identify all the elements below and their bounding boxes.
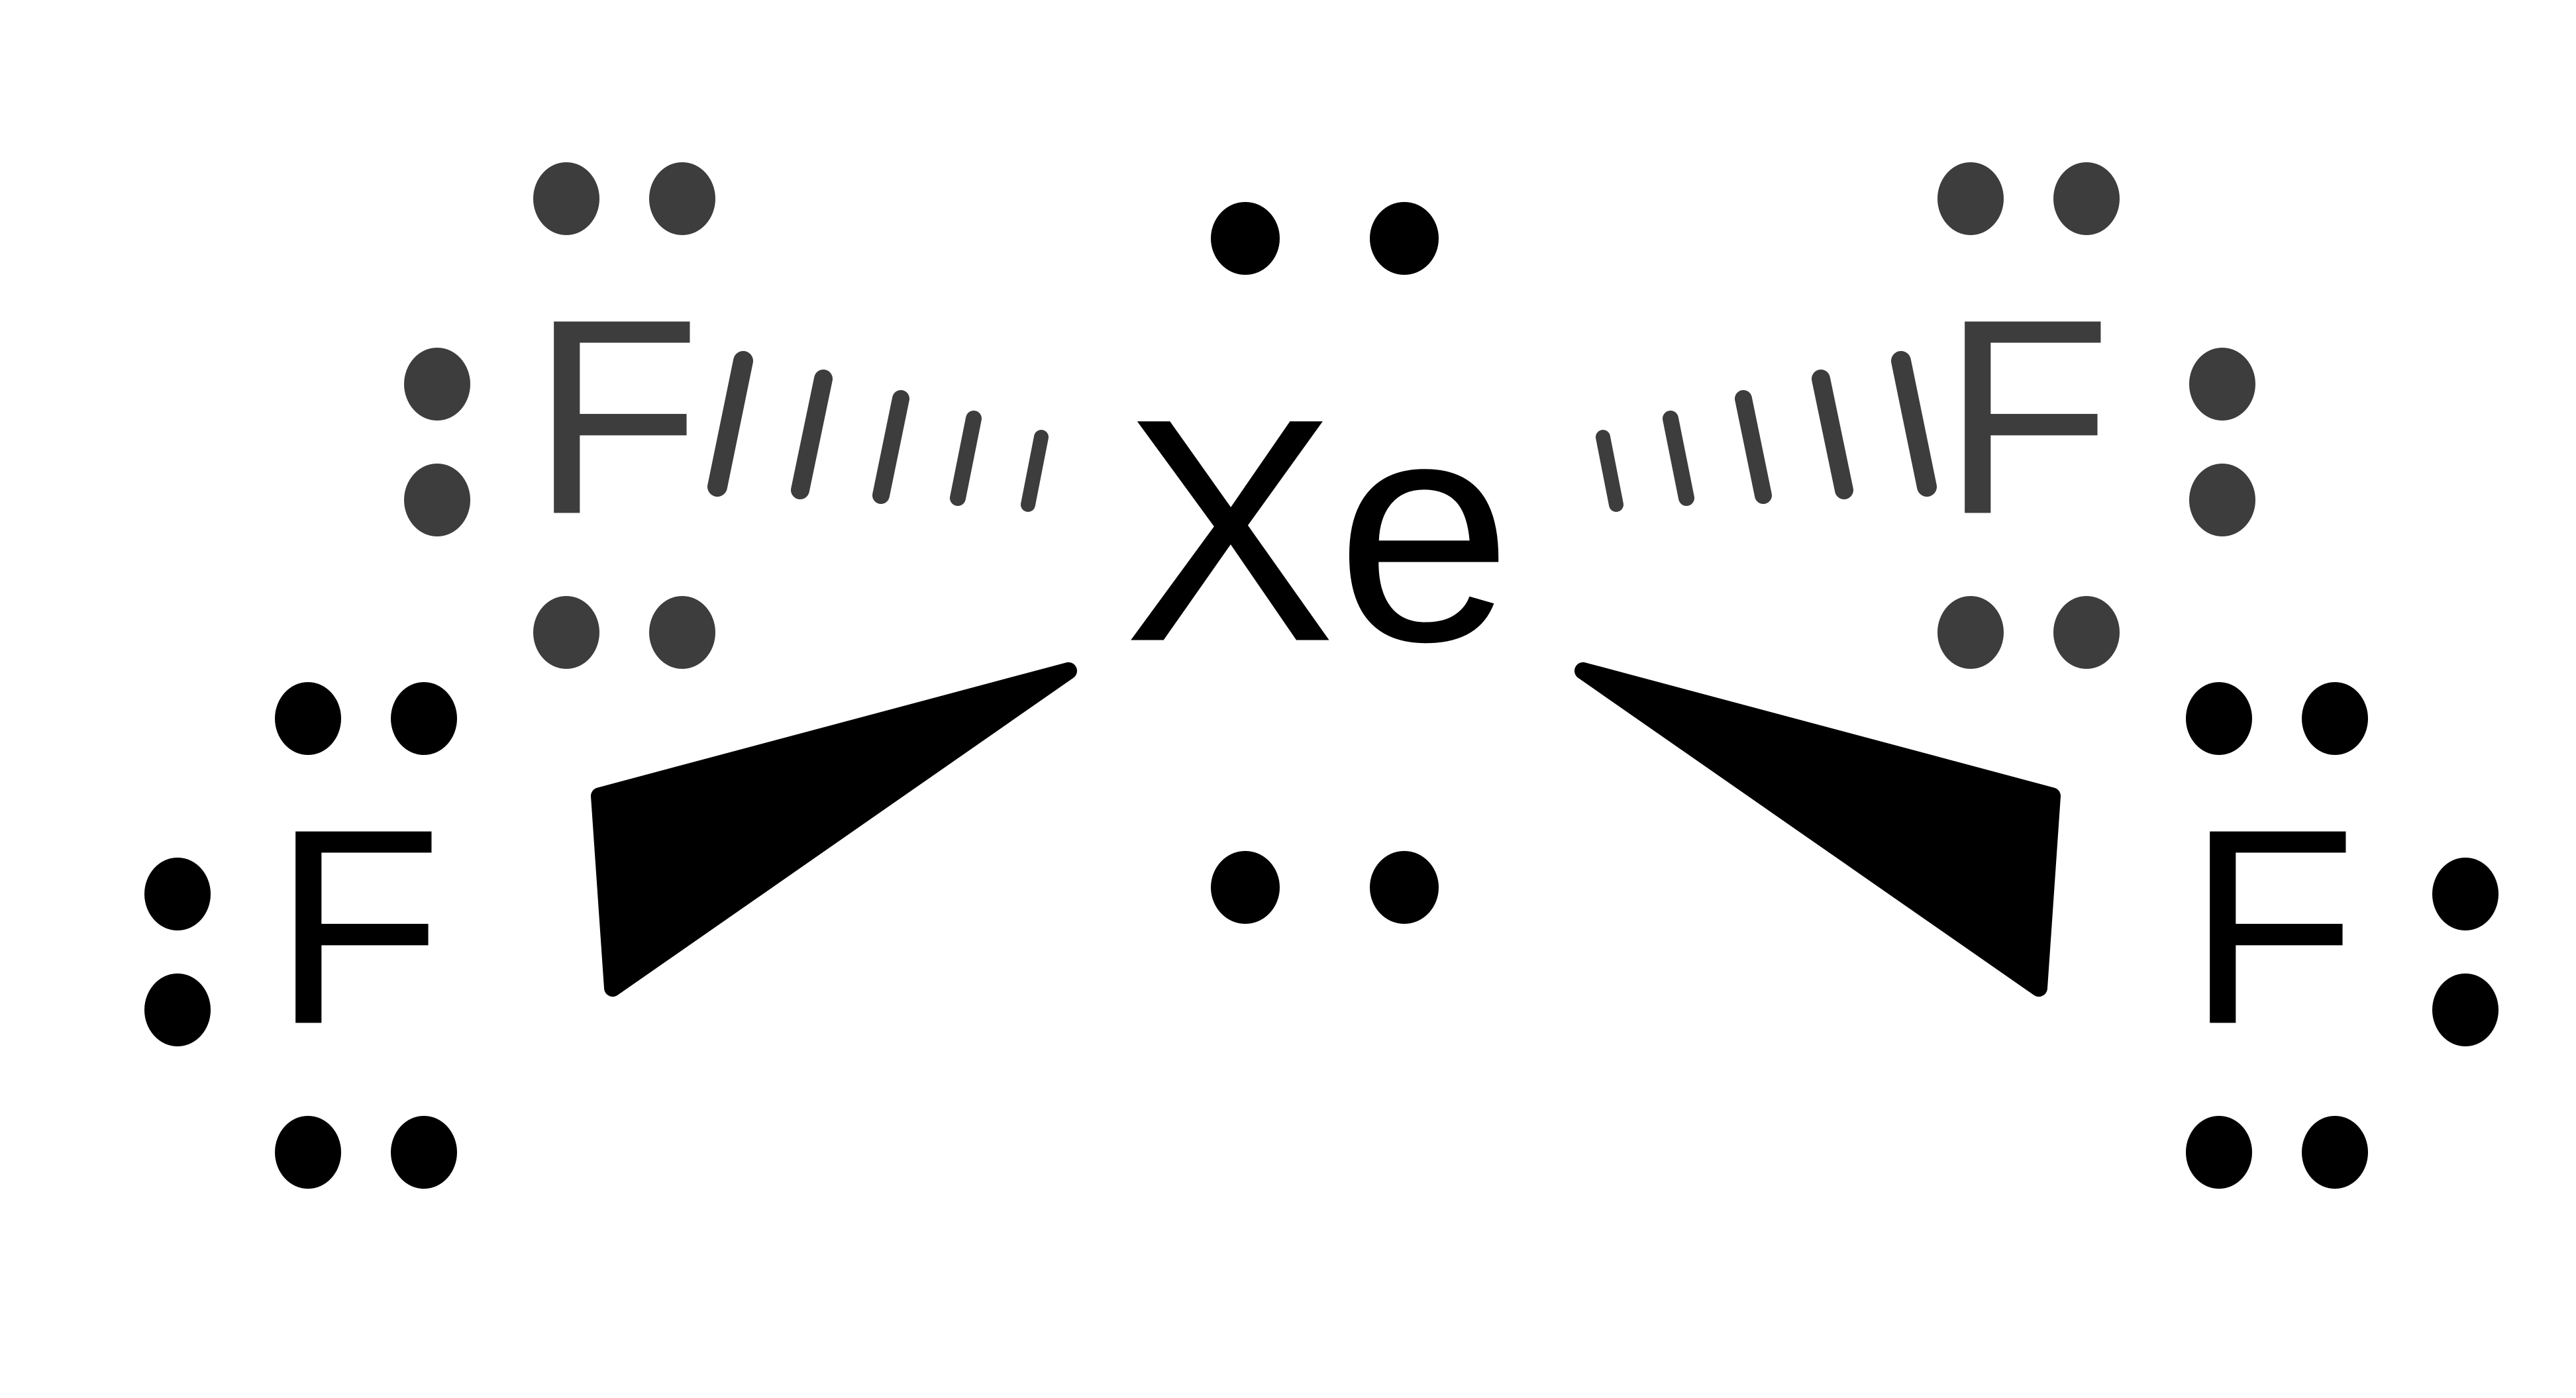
atom-label-f-top-right: F bbox=[1942, 262, 2112, 573]
xe-lone-pair-bottom bbox=[1211, 851, 1439, 924]
lone-pair-dot bbox=[1370, 202, 1439, 275]
lone-pair-dot bbox=[1937, 162, 2004, 235]
solid-wedge-bond-bottom-left bbox=[591, 662, 1077, 997]
lone-pair-dot bbox=[1211, 202, 1280, 275]
fluorine-bottom-left-group: F bbox=[144, 682, 457, 1189]
lone-pair-dot bbox=[144, 974, 211, 1046]
lone-pair-dot bbox=[2432, 974, 2499, 1046]
lone-pair-dot bbox=[275, 1116, 341, 1189]
fluorine-top-left-group: F bbox=[404, 162, 715, 669]
hashed-wedge-bond-top-left bbox=[707, 351, 1049, 512]
lone-pair-dot bbox=[2053, 162, 2120, 235]
lone-pair-dot bbox=[2432, 858, 2499, 930]
atom-label-f-top-left: F bbox=[531, 262, 701, 573]
lone-pair-dot bbox=[533, 162, 599, 235]
lone-pair-dot bbox=[2189, 348, 2255, 421]
lone-pair-dot bbox=[2186, 1116, 2252, 1189]
lone-pair-dot bbox=[649, 596, 715, 669]
atom-label-xe: Xe bbox=[1123, 352, 1512, 708]
fluorine-top-right-group: F bbox=[1937, 162, 2255, 669]
f-top-left-lone-pair-left bbox=[404, 348, 470, 536]
lone-pair-dot bbox=[2186, 682, 2252, 755]
f-top-right-lone-pair-bottom bbox=[1937, 596, 2120, 669]
lone-pair-dot bbox=[649, 162, 715, 235]
lone-pair-dot bbox=[404, 464, 470, 536]
lone-pair-dot bbox=[1211, 851, 1280, 924]
lone-pair-dot bbox=[1937, 596, 2004, 669]
atom-label-f-bottom-right: F bbox=[2187, 772, 2357, 1083]
lone-pair-dot bbox=[391, 682, 457, 755]
lone-pair-dot bbox=[391, 1116, 457, 1189]
f-bottom-left-lone-pair-bottom bbox=[275, 1116, 457, 1189]
lone-pair-dot bbox=[1370, 851, 1439, 924]
f-top-right-lone-pair-right bbox=[2189, 348, 2255, 536]
f-bottom-left-lone-pair-top bbox=[275, 682, 457, 755]
lone-pair-dot bbox=[533, 596, 599, 669]
xe-lone-pair-top bbox=[1211, 202, 1439, 275]
solid-wedge-bond-bottom-right bbox=[1574, 662, 2061, 997]
atom-label-f-bottom-left: F bbox=[273, 772, 443, 1083]
lone-pair-dot bbox=[2053, 596, 2120, 669]
lone-pair-dot bbox=[144, 858, 211, 930]
lone-pair-dot bbox=[2302, 1116, 2368, 1189]
f-bottom-right-lone-pair-top bbox=[2186, 682, 2368, 755]
f-bottom-right-lone-pair-right bbox=[2432, 858, 2499, 1046]
f-bottom-right-lone-pair-bottom bbox=[2186, 1116, 2368, 1189]
f-top-left-lone-pair-top bbox=[533, 162, 715, 235]
hashed-wedge-bond-top-right bbox=[1596, 351, 1937, 512]
f-top-left-lone-pair-bottom bbox=[533, 596, 715, 669]
f-top-right-lone-pair-top bbox=[1937, 162, 2120, 235]
f-bottom-left-lone-pair-left bbox=[144, 858, 211, 1046]
lone-pair-dot bbox=[404, 348, 470, 421]
lone-pair-dot bbox=[2302, 682, 2368, 755]
lone-pair-dot bbox=[2189, 464, 2255, 536]
lone-pair-dot bbox=[275, 682, 341, 755]
fluorine-bottom-right-group: F bbox=[2186, 682, 2499, 1189]
